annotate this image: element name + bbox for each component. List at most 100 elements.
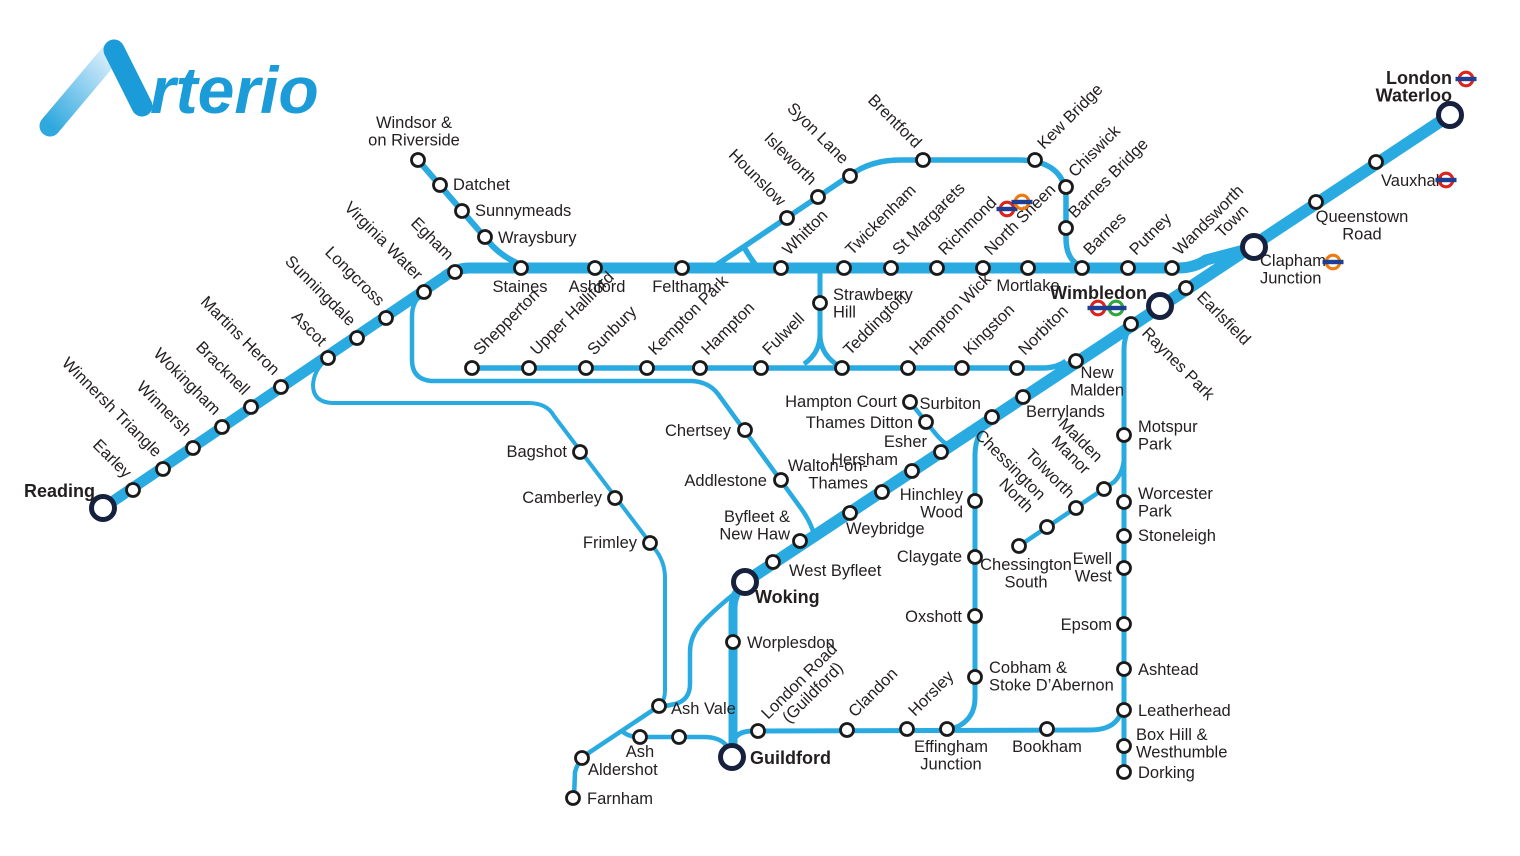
station-label-surbiton: Surbiton [920,395,981,413]
station-label-ascot: Ascot [288,308,330,350]
station-label-kingston: Kingston [960,301,1018,359]
underground-roundel-icon [996,200,1018,218]
station-label-hampton-court: Hampton Court [785,393,897,411]
station-syon-lane [842,168,858,184]
station-frimley [642,535,658,551]
station-malden-manor [1096,481,1112,497]
station-camberley [607,490,623,506]
station-label-cobham-stoke-dabernon: Cobham &Stoke D’Abernon [989,659,1114,695]
station-shepperton [464,360,480,376]
station-staines [513,260,529,276]
station-label-worplesdon: Worplesdon [747,634,835,652]
station-barnes-bridge [1058,220,1074,236]
station-label-leatherhead: Leatherhead [1138,702,1231,720]
station-kempton-park [639,360,655,376]
station-upper-halliford [521,360,537,376]
station-west-byfleet [765,554,781,570]
station-hampton-wick [900,360,916,376]
station-label-epsom: Epsom [1061,616,1112,634]
station-hinchley-wood [967,493,983,509]
station-worplesdon [725,634,741,650]
station-label-earlsfield: Earlsfield [1193,288,1254,349]
station-ash-vale [651,698,667,714]
station-norbiton [1009,360,1025,376]
tramlink-roundel-icon [1105,299,1127,317]
station-hampton-court [902,394,918,410]
station-hersham [904,463,920,479]
station-chessington-north [1039,519,1055,535]
station-esher [933,444,949,460]
station-label-brentford: Brentford [864,91,925,152]
station-label-vauxhall: Vauxhall [1381,172,1443,190]
station-label-windsor-eton-riverside: Windsor &on Riverside [368,114,460,150]
station-north-sheen [975,260,991,276]
station-feltham [674,260,690,276]
station-label-norbiton: Norbiton [1015,302,1072,359]
station-label-ashford: Ashford [569,278,626,296]
station-hampton [692,360,708,376]
station-weybridge [842,505,858,521]
station-windsor-eton-riverside [410,152,426,168]
station-label-wraysbury: Wraysbury [498,229,577,247]
line-ascot-ashvale-line [311,356,667,708]
station-sunbury [578,360,594,376]
station-surbiton [984,409,1000,425]
station-ashford [587,260,603,276]
station-chessington-south [1011,538,1027,554]
stations-layer [89,101,1464,806]
station-ascot [320,350,336,366]
line-sw-main-line [741,109,1454,588]
station-barnes [1074,260,1090,276]
station-bracknell [243,399,259,415]
arterio-logo: rterio [39,39,319,137]
station-label-oxshott: Oxshott [905,608,962,626]
station-bookham [1039,721,1055,737]
station-claygate [967,549,983,565]
underground-roundel-icon [1455,70,1477,88]
station-label-mortlake: Mortlake [996,277,1059,295]
station-label-hersham: Hersham [831,451,898,469]
station-wokingham [214,419,230,435]
station-label-weybridge: Weybridge [846,520,925,538]
station-label-ashtead: Ashtead [1138,661,1199,679]
logo-wordmark: rterio [150,53,319,127]
station-label-guildford: Guildford [750,748,831,768]
line-chessington-branch [1017,455,1127,548]
station-label-fulwell: Fulwell [759,310,808,359]
station-martins-heron [273,379,289,395]
station-label-reading: Reading [24,481,95,501]
station-isleworth [810,189,826,205]
underground-roundel-icon [1435,171,1457,189]
station-label-walton-on-thames: Walton-on-Thames [788,457,868,493]
station-box-hill-westhumble [1116,738,1132,754]
logo-a-left-stroke [39,39,125,137]
station-london-road-guildford [750,723,766,739]
station-st-margarets [883,260,899,276]
station-label-putney: Putney [1126,209,1176,259]
station-label-barnes: Barnes [1080,209,1130,259]
station-cobham-stoke-dabernon [967,669,983,685]
station-twickenham [836,260,852,276]
station-fulwell [753,360,769,376]
station-label-london-road-guildford: London Road(Guildford) [758,640,853,735]
station-label-sunnymeads: Sunnymeads [475,202,571,220]
station-oxshott [967,608,983,624]
station-woking [731,568,759,596]
station-label-thames-ditton: Thames Ditton [806,414,913,432]
station-tolworth [1068,500,1084,516]
station-label-wimbledon: Wimbledon [1050,283,1147,303]
station-label-raynes-park: Raynes Park [1138,324,1218,404]
station-winnersh-triangle [155,461,171,477]
station-strawberry-hill [812,295,828,311]
station-walton-on-thames [874,484,890,500]
station-label-datchet: Datchet [453,176,510,194]
station-bagshot [572,444,588,460]
station-unlabelled-station [671,729,687,745]
station-new-malden [1068,353,1084,369]
station-dorking [1116,764,1132,780]
logo-a-right-stroke [103,39,153,117]
